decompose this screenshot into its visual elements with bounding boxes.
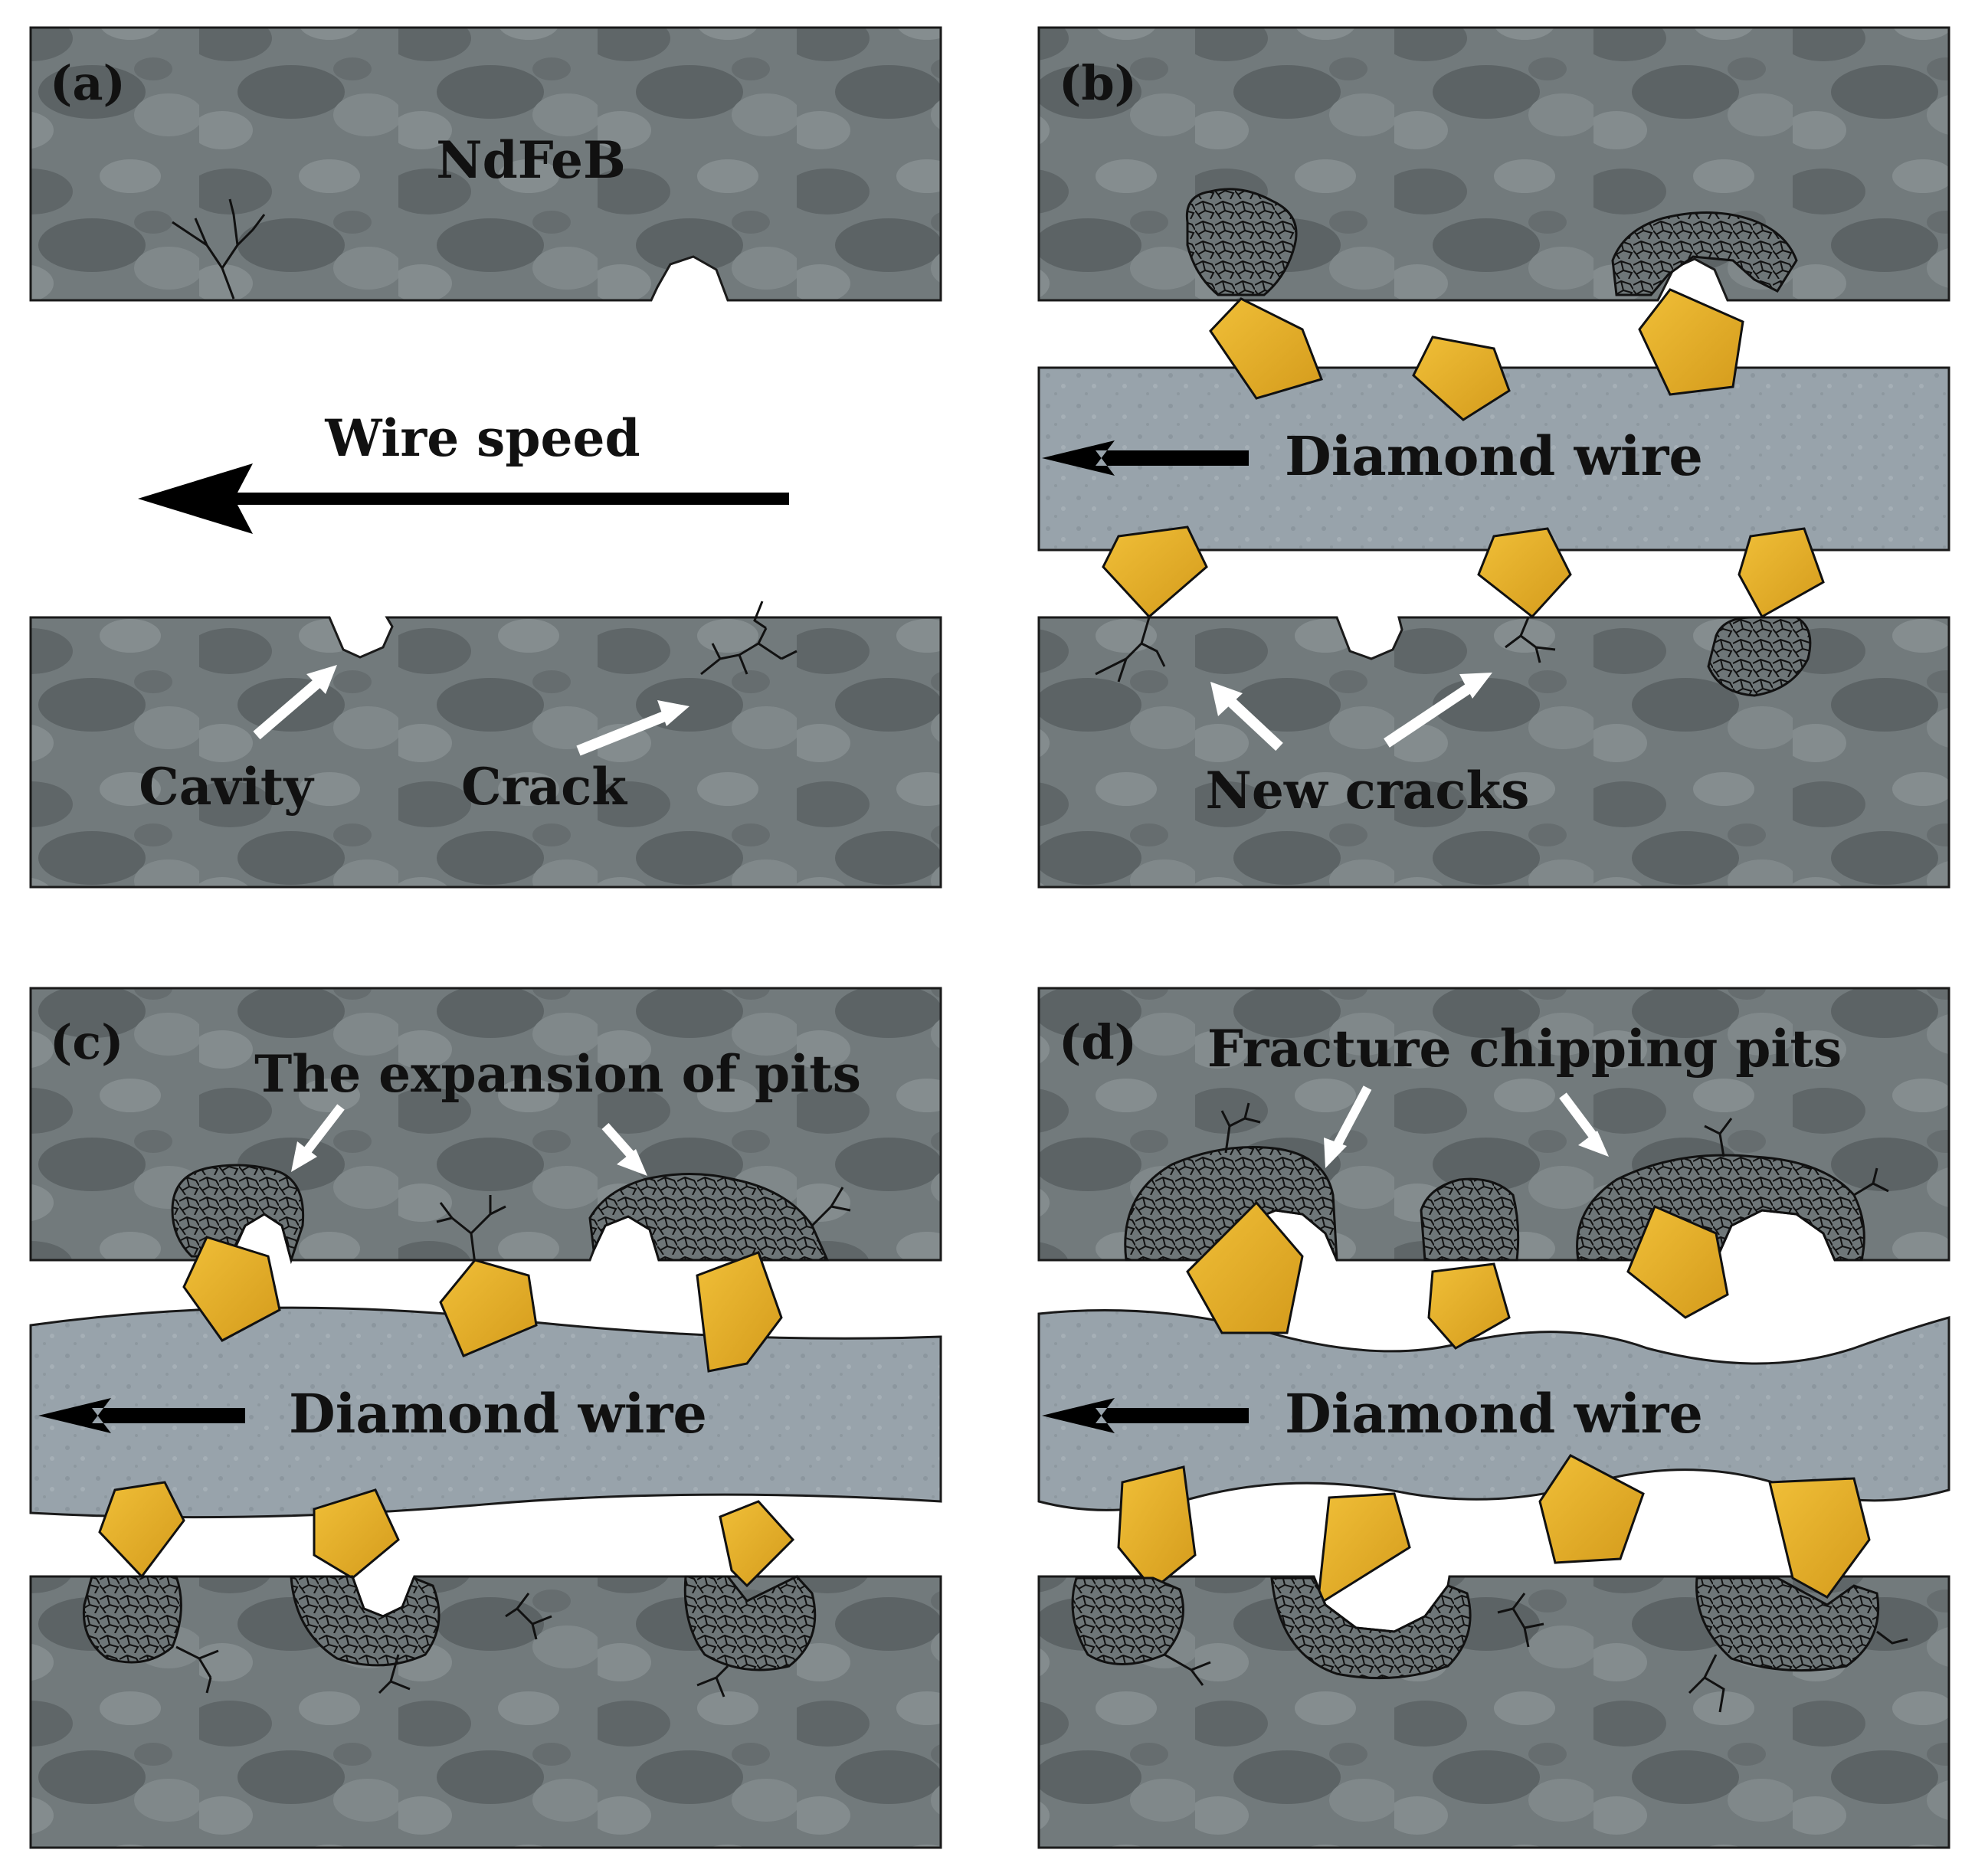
chipping-arrow [1324, 1085, 1372, 1168]
panel-c: (c) The expansion of pits Diamond wire [29, 987, 942, 1849]
panel-tag-d: (d) [1059, 1014, 1137, 1070]
new-cracks-arrow [1210, 682, 1283, 751]
expansion-arrow [291, 1104, 345, 1172]
abrasive-grain [98, 1481, 185, 1579]
panel-d: (d) Fracture chipping pits Diamond wire [1037, 987, 1950, 1849]
material-label: NdFeB [436, 130, 626, 190]
new-cracks-arrow [1384, 673, 1492, 748]
fractured-region [171, 1164, 305, 1265]
abrasive-grain [696, 1251, 783, 1373]
crack-icon [1095, 617, 1556, 683]
fracture-chipping-label: Fracture chipping pits [1207, 1019, 1842, 1079]
diamond-wire-d [1037, 1309, 1950, 1511]
fractured-region [290, 1575, 441, 1667]
ndfeb-block-top-a [29, 26, 942, 302]
panel-tag-b: (b) [1059, 55, 1137, 111]
fractured-region [1124, 1146, 1338, 1262]
abrasive-grain [313, 1488, 400, 1580]
abrasive-grain [1768, 1477, 1871, 1599]
crack-icon [1220, 1102, 1889, 1197]
ndfeb-block-bottom-a [29, 616, 942, 889]
panel-b: (b) Diamond wire New cracks [1037, 26, 1950, 889]
wire-label-c: Diamond wire [289, 1382, 707, 1445]
abrasive-grain [1102, 525, 1208, 619]
wire-speed-arrow [138, 463, 789, 534]
abrasive-grain [1738, 527, 1825, 619]
expansion-of-pits-label: The expansion of pits [254, 1044, 861, 1104]
abrasive-grain [1638, 288, 1744, 396]
crack-icon [700, 601, 798, 676]
wire-label-d: Diamond wire [1285, 1382, 1703, 1445]
diamond-wire-b [1037, 366, 1950, 552]
wire-label-b: Diamond wire [1285, 424, 1703, 488]
wire-direction-arrow [38, 1398, 245, 1433]
abrasive-grain [1427, 1262, 1511, 1350]
abrasive-grain [1117, 1465, 1197, 1592]
abrasive-grain [1412, 336, 1511, 421]
ndfeb-block-top-b [1037, 26, 1950, 302]
fractured-region [82, 1575, 182, 1664]
fractured-region [1420, 1177, 1520, 1262]
abrasive-grain [1316, 1492, 1411, 1607]
wire-direction-arrow [1042, 440, 1249, 476]
crack-icon [1164, 1593, 1908, 1713]
abrasive-grain [1186, 1200, 1304, 1334]
wire-direction-arrow [1042, 1398, 1249, 1433]
fractured-region [1611, 211, 1798, 296]
fractured-region [1695, 1576, 1880, 1672]
fractured-region [683, 1575, 817, 1671]
abrasive-grain [439, 1259, 538, 1357]
wire-speed-label: Wire speed [324, 408, 640, 468]
abrasive-grain [1477, 527, 1572, 619]
abrasive-grain [182, 1236, 281, 1342]
crack-arrow [576, 700, 689, 756]
panel-a: (a) NdFeB Wire speed Cavity Crack [29, 26, 942, 889]
fractured-region [1185, 188, 1298, 296]
fractured-region [1071, 1576, 1184, 1665]
abrasive-grain [1626, 1205, 1729, 1319]
expansion-arrow [601, 1123, 647, 1176]
panel-tag-a: (a) [50, 55, 126, 111]
chipping-arrow [1559, 1092, 1609, 1157]
panel-tag-c: (c) [50, 1014, 123, 1070]
abrasive-grain [719, 1500, 795, 1588]
cavity-arrow [253, 665, 337, 740]
fractured-region [1707, 616, 1812, 697]
crack-label: Crack [461, 757, 627, 817]
crack-icon [175, 1593, 729, 1698]
ndfeb-block-bottom-b [1037, 616, 1950, 889]
fractured-region [1270, 1576, 1472, 1680]
cavity-label: Cavity [139, 757, 314, 817]
abrasive-grain [1209, 297, 1323, 400]
new-cracks-label: New cracks [1206, 761, 1530, 820]
crack-icon [172, 198, 266, 300]
crack-icon [436, 1187, 851, 1265]
abrasive-grain [1538, 1454, 1645, 1564]
